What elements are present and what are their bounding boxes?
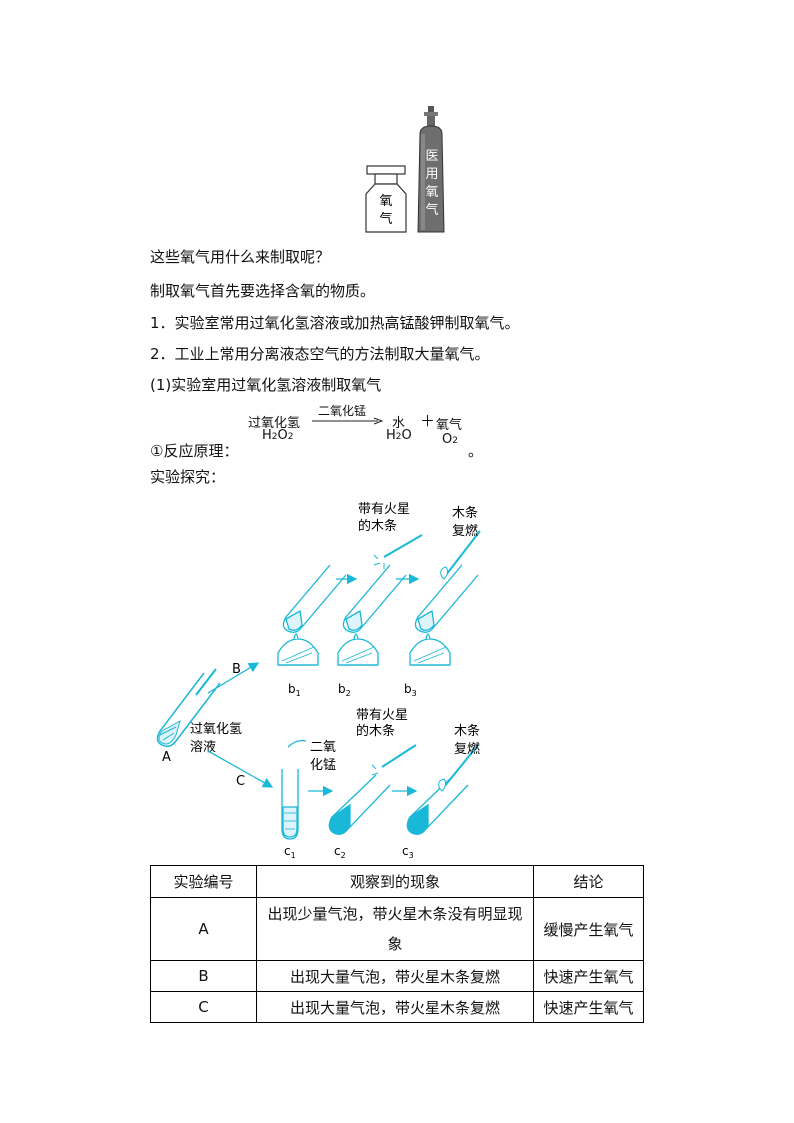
b-apparatus [277, 564, 479, 666]
burner-hatching [281, 646, 447, 664]
industrial-method-line: 2．工业上常用分离液态空气的方法制取大量氧气。 [150, 345, 490, 363]
equation-product2-formula: O2 [442, 432, 458, 447]
cylinder-label-3: 氧 [425, 185, 438, 200]
question-line: 这些氧气用什么来制取呢？ [150, 248, 331, 266]
row-conclusion: 缓慢产生氧气 [533, 897, 644, 961]
c-apparatus [281, 739, 469, 840]
row-id: B [150, 960, 257, 992]
tube-a [156, 668, 221, 748]
row-conclusion: 快速产生氧气 [533, 991, 644, 1023]
glowing-splint-top [383, 534, 423, 558]
equation-product2: 氧气 [436, 418, 463, 433]
experiment-results-table: 实验编号 观察到的现象 结论 A 出现少量气泡，带火星木条没有明显现象 缓慢产生… [150, 865, 644, 1023]
arrow-to-c [207, 750, 274, 788]
table-row: B 出现大量气泡，带火星木条复燃 快速产生氧气 [150, 960, 644, 992]
glowing-splint-label-bottom-1: 带有火星 [356, 708, 408, 723]
relit-label-bottom-1: 木条 [454, 723, 480, 739]
oxygen-cylinder: 医 用 氧 气 [417, 106, 445, 233]
label-c3: c3 [402, 844, 414, 860]
equation-end-mark: 。 [468, 442, 484, 460]
spark-icon-bottom [371, 764, 379, 776]
oxygen-containers-illustration: 氧 气 医 用 氧 气 [365, 106, 445, 233]
reaction-arrow [312, 417, 384, 425]
relit-label-bottom-2: 复燃 [454, 741, 480, 757]
header-conclusion: 结论 [533, 865, 644, 898]
row-id: C [150, 991, 257, 1023]
relit-splint-top [445, 530, 481, 576]
flame-icon-top [440, 566, 449, 580]
label-b2: b2 [338, 682, 351, 698]
label-a: A [162, 750, 171, 765]
relit-splint-bottom [443, 744, 479, 788]
mno2-label-2: 化锰 [310, 758, 336, 773]
table-row: A 出现少量气泡，带火星木条没有明显现象 缓慢产生氧气 [150, 897, 644, 961]
row-observation: 出现少量气泡，带火星木条没有明显现象 [256, 897, 534, 961]
intro-line: 制取氧气首先要选择含氧的物质。 [150, 282, 376, 300]
label-c: C [236, 774, 245, 789]
glowing-splint-label-top-2: 的木条 [358, 518, 397, 534]
label-c2: c2 [334, 844, 346, 860]
lab-method-line: 1．实验室常用过氧化氢溶液或加热高锰酸钾制取氧气。 [150, 314, 520, 332]
row-conclusion: 快速产生氧气 [533, 960, 644, 992]
equation-reactant: 过氧化氢 [248, 416, 301, 431]
c1-liquid-hatching [284, 812, 296, 830]
reagent-bottle: 氧 气 [365, 165, 407, 233]
section-heading: (1)实验室用过氧化氢溶液制取氧气 [150, 376, 382, 394]
equation-product1: 水 [392, 416, 406, 431]
row-id: A [150, 897, 257, 961]
equation-plus: ＋ [420, 412, 436, 430]
glowing-splint-bottom [381, 744, 417, 768]
cylinder-label-1: 医 [425, 149, 438, 164]
label-b1: b1 [288, 682, 301, 698]
explore-label: 实验探究： [150, 468, 226, 486]
cylinder-label-2: 用 [425, 167, 438, 182]
row-observation: 出现大量气泡，带火星木条复燃 [256, 991, 534, 1023]
label-b: B [232, 662, 241, 677]
h2o2-label-line1: 过氧化氢 [190, 722, 242, 737]
header-id: 实验编号 [150, 865, 257, 898]
relit-label-top-1: 木条 [452, 505, 478, 521]
cylinder-label-4: 气 [425, 202, 438, 218]
bottle-label-1: 氧 [379, 194, 392, 209]
spark-icon-top [373, 554, 385, 569]
label-b3: b3 [404, 682, 417, 698]
relit-label-top-2: 复燃 [452, 523, 478, 539]
experiment-diagram: A 过氧化氢 溶液 B C 带有火星 的木条 木条 [156, 502, 481, 860]
glowing-splint-label-bottom-2: 的木条 [356, 723, 395, 739]
header-observation: 观察到的现象 [256, 865, 534, 898]
mno2-label-1: 二氧 [310, 740, 336, 755]
row-observation: 出现大量气泡，带火星木条复燃 [256, 960, 534, 992]
table-header-row: 实验编号 观察到的现象 结论 [150, 865, 644, 898]
bottle-label-2: 气 [379, 211, 392, 227]
label-c1: c1 [284, 844, 296, 860]
equation-catalyst: 二氧化锰 [318, 404, 367, 418]
equation-product1-formula: H2O [386, 428, 412, 443]
arrow-to-b [207, 662, 260, 694]
equation-reactant-formula: H2O2 [262, 428, 294, 443]
principle-label: ①反应原理： [150, 442, 239, 460]
table-row: C 出现大量气泡，带火星木条复燃 快速产生氧气 [150, 991, 644, 1023]
flame-icon-bottom [438, 778, 447, 792]
glowing-splint-label-top-1: 带有火星 [358, 502, 410, 517]
